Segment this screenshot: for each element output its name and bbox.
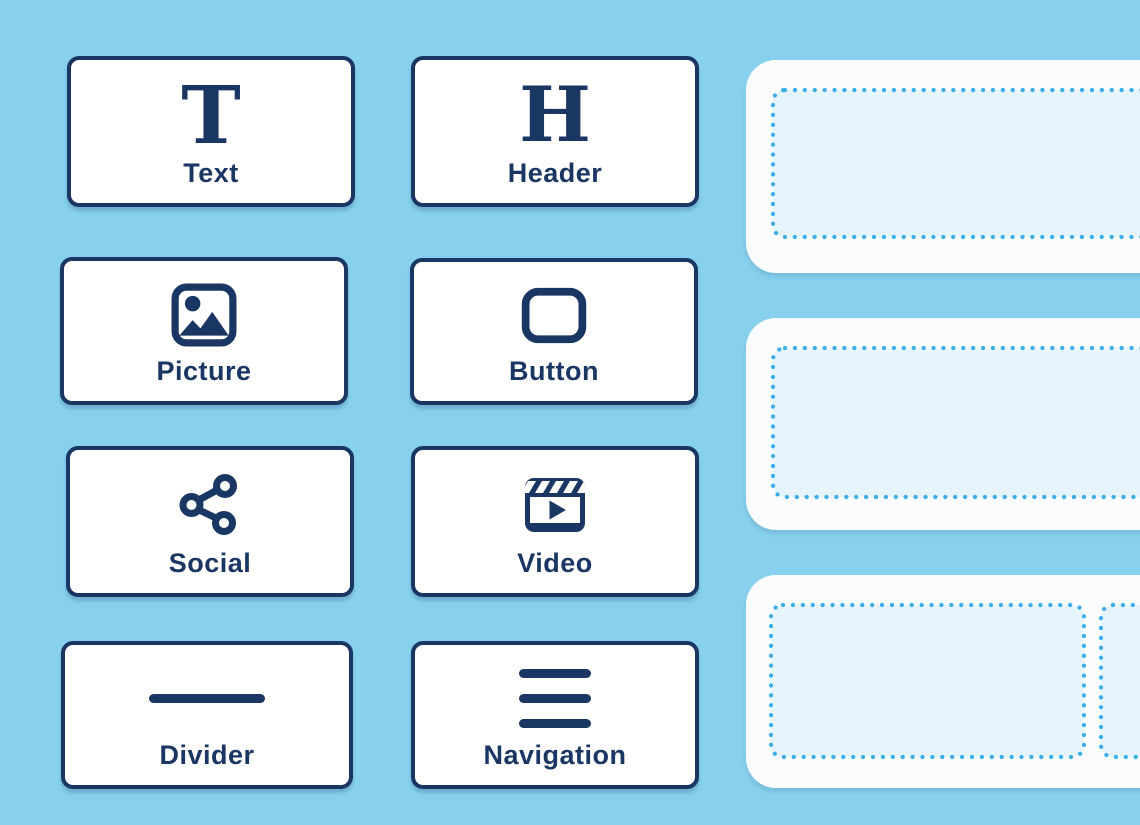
- component-card-label: Header: [507, 158, 603, 188]
- header-icon: H: [415, 60, 695, 160]
- drop-zone-3-right[interactable]: [1098, 602, 1140, 760]
- component-card-social[interactable]: Social: [66, 446, 354, 597]
- drop-zone-3-left[interactable]: [768, 602, 1087, 760]
- component-card-label: Social: [168, 548, 252, 578]
- component-card-label: Video: [517, 548, 593, 578]
- component-card-video[interactable]: Video: [411, 446, 699, 597]
- picture-icon: [64, 261, 344, 358]
- component-card-label: Text: [183, 158, 239, 188]
- drop-zone-2[interactable]: [770, 345, 1140, 500]
- social-icon: [70, 450, 350, 550]
- canvas-panel-1: [746, 60, 1140, 273]
- component-card-picture[interactable]: Picture: [60, 257, 348, 405]
- component-card-label: Navigation: [483, 740, 627, 770]
- component-card-label: Picture: [156, 356, 252, 386]
- button-icon: [414, 262, 694, 358]
- component-card-text[interactable]: T Text: [67, 56, 355, 207]
- component-card-label: Button: [509, 356, 599, 386]
- navigation-icon: [415, 645, 695, 742]
- component-card-navigation[interactable]: Navigation: [411, 641, 699, 789]
- canvas-panel-3: [746, 575, 1140, 788]
- text-icon: T: [71, 60, 351, 160]
- divider-icon: [65, 645, 349, 742]
- drop-zone-1[interactable]: [770, 87, 1140, 240]
- component-card-header[interactable]: H Header: [411, 56, 699, 207]
- video-icon: [415, 450, 695, 550]
- canvas-panel-2: [746, 318, 1140, 530]
- component-card-button[interactable]: Button: [410, 258, 698, 405]
- component-card-divider[interactable]: Divider: [61, 641, 353, 789]
- text-glyph: T: [181, 68, 241, 162]
- header-glyph: H: [519, 69, 591, 159]
- component-card-label: Divider: [159, 740, 255, 770]
